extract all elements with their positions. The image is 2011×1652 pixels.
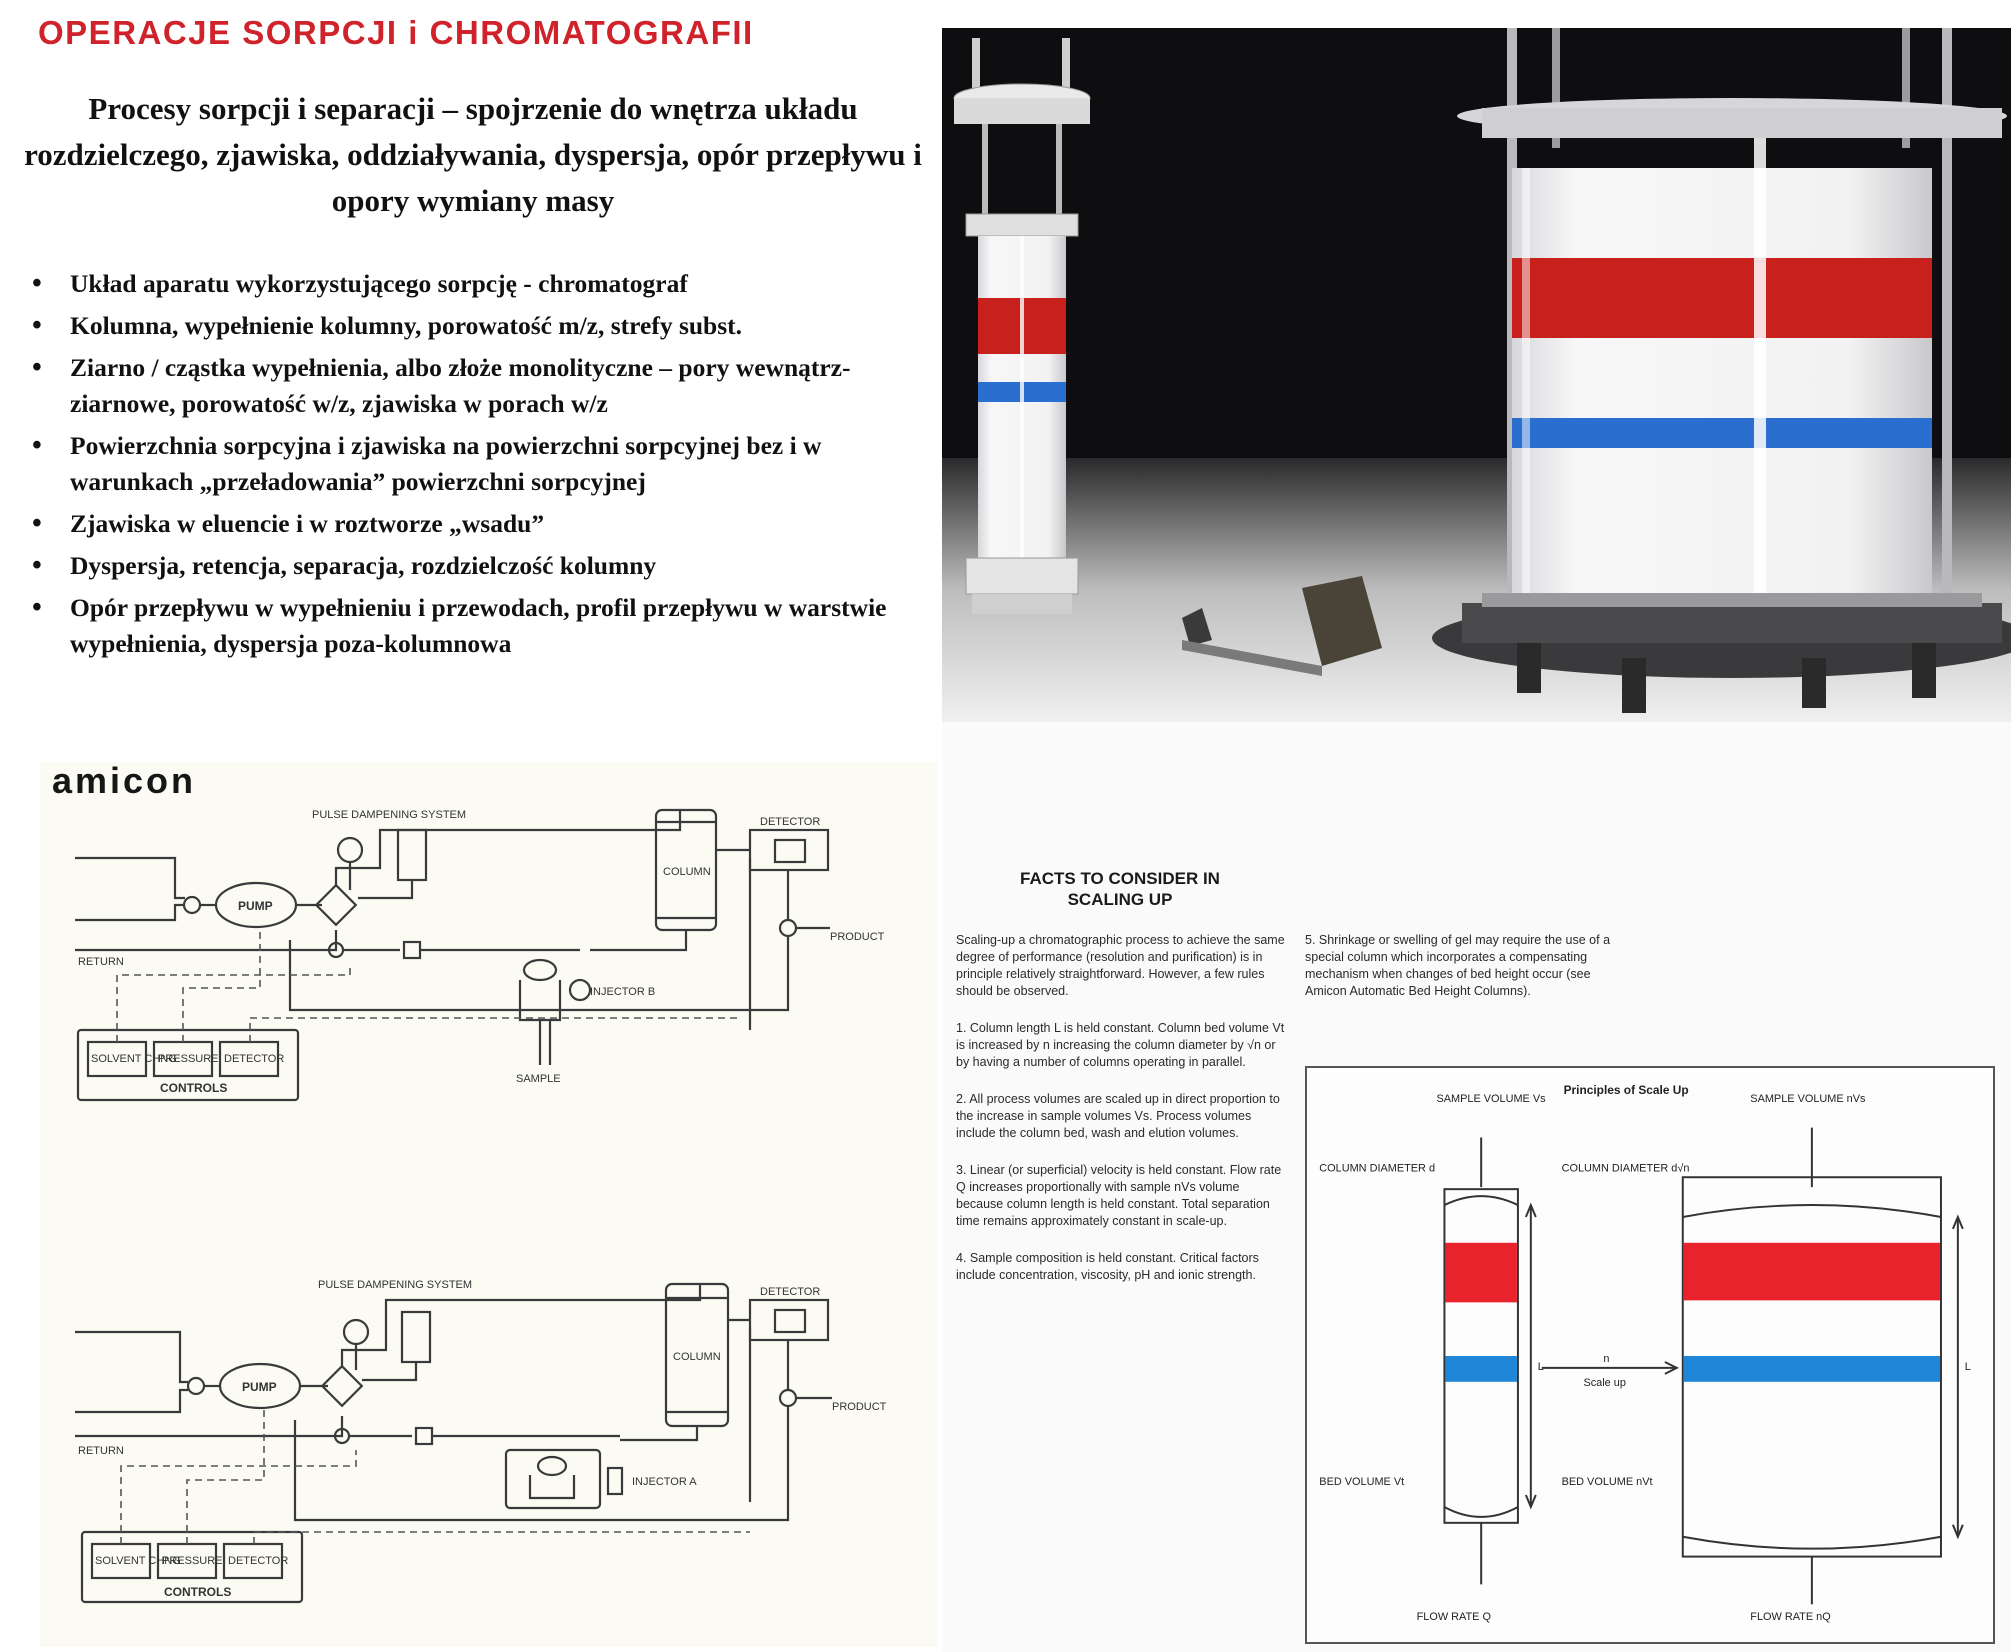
column-diameter-large: COLUMN DIAMETER d√n <box>1562 1162 1690 1174</box>
pulse-label: PULSE DAMPENING SYSTEM <box>312 809 466 821</box>
scale-up-diagram: Principles of Scale Up n Scale up L <box>1305 1066 1995 1644</box>
facts-point: 2. All process volumes are scaled up in … <box>956 1092 1280 1140</box>
control-label: SOLVENT CHNG <box>95 1555 181 1567</box>
small-column <box>953 38 1091 614</box>
large-red-band <box>1683 1242 1940 1301</box>
bed-volume-large: BED VOLUME nVt <box>1562 1476 1653 1488</box>
slide-left-panel: OPERACJE SORPCJI i CHROMATOGRAFII Proces… <box>0 0 942 1652</box>
product-label: PRODUCT <box>830 931 885 943</box>
return-label: RETURN <box>78 956 124 968</box>
slide-title: OPERACJE SORPCJI i CHROMATOGRAFII <box>38 14 754 51</box>
detector-label: DETECTOR <box>760 816 820 828</box>
bullet-item: Opór przepływu w wypełnieniu i przewodac… <box>32 590 937 662</box>
large-column <box>1432 28 2011 713</box>
controls-label: CONTROLS <box>164 1585 231 1599</box>
flow-rate-small: FLOW RATE Q <box>1417 1611 1491 1623</box>
injector-label: INJECTOR A <box>632 1476 697 1488</box>
bullet-item: Ziarno / cząstka wypełnienia, albo złoże… <box>32 350 937 422</box>
flow-rate-large: FLOW RATE nQ <box>1750 1611 1830 1623</box>
control-label: PRESSURE <box>162 1555 223 1567</box>
large-blue-band <box>1683 1355 1940 1382</box>
return-label: RETURN <box>78 1445 124 1457</box>
n-label: n <box>1603 1353 1609 1365</box>
amicon-logo: amicon <box>52 760 197 801</box>
sample-volume-small: SAMPLE VOLUME Vs <box>1436 1093 1546 1105</box>
bullet-list: Układ aparatu wykorzystującego sorpcję -… <box>32 266 937 668</box>
column-diameter-small: COLUMN DIAMETER d <box>1319 1162 1435 1174</box>
sample-label: SAMPLE <box>516 1073 561 1085</box>
schematic-injector-b: PUMP PULSE DAMPENING SYSTEM COLUMN DETEC… <box>60 790 940 1160</box>
injector-label: INJECTOR B <box>590 986 655 998</box>
facts-point: 1. Column length L is held constant. Col… <box>956 1021 1285 1069</box>
bullet-item: Zjawiska w eluencie i w roztworze „wsadu… <box>32 506 937 542</box>
detector-label: DETECTOR <box>760 1286 820 1298</box>
pulse-label: PULSE DAMPENING SYSTEM <box>318 1279 472 1291</box>
small-blue-band <box>1445 1355 1517 1382</box>
column-label: COLUMN <box>673 1351 721 1363</box>
facts-point: 3. Linear (or superficial) velocity is h… <box>956 1163 1282 1228</box>
controls-label: CONTROLS <box>160 1081 227 1095</box>
facts-title: FACTS TO CONSIDER IN SCALING UP <box>1020 869 1220 909</box>
slide-subtitle: Procesy sorpcji i separacji – spojrzenie… <box>24 91 922 218</box>
product-label: PRODUCT <box>832 1401 887 1413</box>
bullet-item: Powierzchnia sorpcyjna i zjawiska na pow… <box>32 428 937 500</box>
length-label: L <box>1538 1361 1544 1373</box>
bullet-item: Kolumna, wypełnienie kolumny, porowatość… <box>32 308 937 344</box>
facts-point: 4. Sample composition is held constant. … <box>956 1251 1259 1282</box>
bed-volume-small: BED VOLUME Vt <box>1319 1476 1404 1488</box>
control-label: DETECTOR <box>224 1053 284 1065</box>
scale-up-title: Principles of Scale Up <box>1564 1083 1689 1097</box>
sample-volume-large: SAMPLE VOLUME nVs <box>1750 1093 1866 1105</box>
schematic-injector-a: PUMP PULSE DAMPENING SYSTEM COLUMN DETEC… <box>60 1270 940 1640</box>
pump-label: PUMP <box>238 899 273 913</box>
bullet-item: Dyspersja, retencja, separacja, rozdziel… <box>32 548 937 584</box>
pump-label: PUMP <box>242 1380 277 1394</box>
control-label: PRESSURE <box>158 1053 219 1065</box>
length-label: L <box>1965 1361 1971 1373</box>
scale-up-arrow-label: Scale up <box>1583 1377 1625 1389</box>
facts-column-1: Scaling-up a chromatographic process to … <box>956 932 1286 1304</box>
column-photo <box>942 28 2011 722</box>
facts-point: 5. Shrinkage or swelling of gel may requ… <box>1305 933 1611 998</box>
control-label: DETECTOR <box>228 1555 288 1567</box>
bullet-item: Układ aparatu wykorzystującego sorpcję -… <box>32 266 937 302</box>
facts-column-2: 5. Shrinkage or swelling of gel may requ… <box>1305 932 1635 1020</box>
control-label: SOLVENT CHNG <box>91 1053 177 1065</box>
column-label: COLUMN <box>663 866 711 878</box>
facts-intro: Scaling-up a chromatographic process to … <box>956 933 1285 998</box>
small-red-band <box>1445 1242 1517 1303</box>
